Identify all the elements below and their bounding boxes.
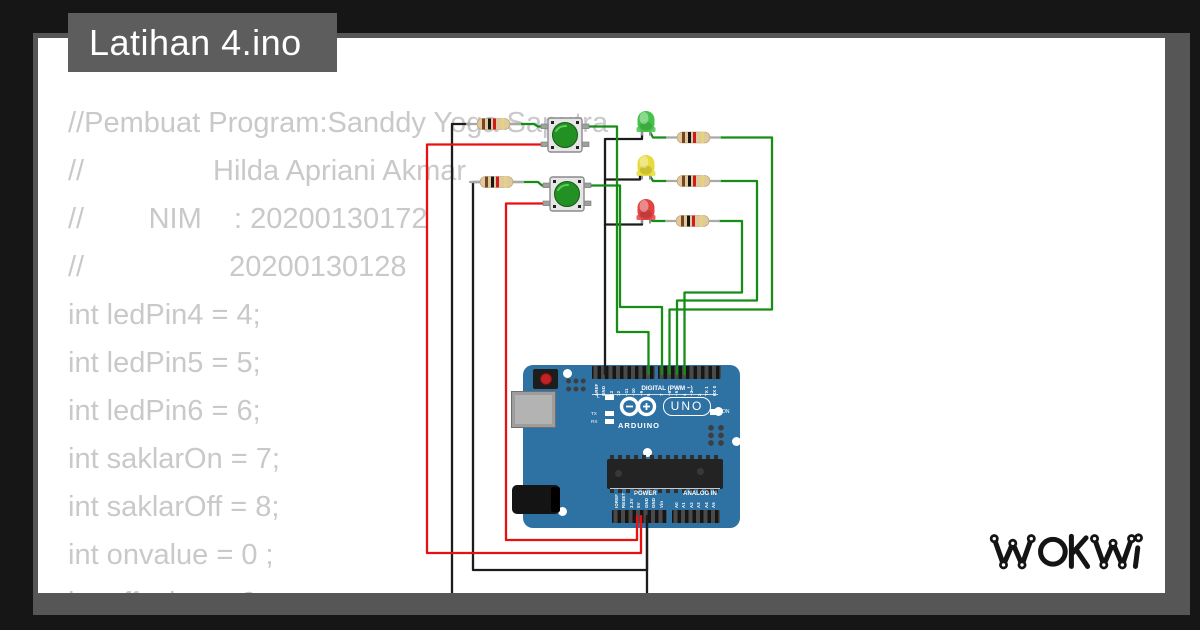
usb-connector — [511, 391, 556, 428]
wire-redled-pin4 — [683, 219, 744, 376]
resistor-5[interactable] — [664, 215, 721, 227]
pin-label: RX 0 — [711, 385, 717, 396]
power-section-label: POWER — [634, 491, 657, 497]
power-jack — [512, 485, 560, 514]
code-line: int saklarOff = 8; — [68, 491, 280, 523]
code-line: // 20200130128 — [68, 251, 407, 283]
code-line: int ledPin5 = 5; — [68, 347, 261, 379]
pin-label: ~11 — [623, 388, 629, 396]
led-l-rect — [605, 395, 614, 400]
arduino-wordmark: ARDUINO — [618, 421, 660, 430]
sketch-title: Latihan 4.ino — [68, 13, 337, 72]
diagram-canvas[interactable]: //Pembuat Program:Sanddy Yoga Saputra // … — [38, 38, 1165, 593]
pin-label: GND — [601, 385, 606, 396]
pin-label: 12 — [616, 390, 621, 396]
pin-label: IOREF — [613, 493, 619, 508]
digital-header-left[interactable] — [592, 366, 655, 379]
chip-dimple — [615, 470, 622, 477]
wire-yellow-cathode — [603, 174, 642, 181]
pin-label: ~3 — [689, 390, 695, 396]
resistor-2[interactable] — [665, 131, 722, 144]
code-line: int saklarOn = 7; — [68, 443, 280, 475]
code-line: int offvalue = 0 ; — [68, 579, 608, 593]
code-line: int onvalue = 0 ; — [68, 539, 274, 571]
icsp-pins — [565, 377, 587, 393]
pin-label: RESET — [621, 492, 626, 508]
silkscreen-line — [592, 394, 718, 395]
pin-label: A3 — [696, 502, 701, 508]
resistor-4[interactable] — [665, 175, 722, 187]
power-header-pins[interactable] — [612, 510, 667, 523]
led-on-label: ON — [722, 409, 730, 415]
silkscreen-line — [610, 488, 720, 489]
wire-redled-anode — [648, 218, 668, 223]
mounting-hole — [732, 437, 740, 446]
pin-label: ~9 — [638, 390, 644, 396]
pin-label: A4 — [703, 502, 709, 508]
led-l-label: L — [597, 394, 600, 400]
digital-header-right[interactable] — [658, 366, 721, 379]
canvas-inner: //Pembuat Program:Sanddy Yoga Saputra // … — [38, 38, 1165, 593]
pin-label: ~10 — [631, 388, 636, 396]
code-line: //Pembuat Program:Sanddy Yoga Saputra — [68, 107, 609, 139]
led-rx-rect — [605, 419, 614, 424]
wire-led-cathode-rail — [603, 129, 644, 376]
led-on-rect — [710, 409, 719, 415]
pin-label: 7 — [659, 393, 665, 396]
led-tx-label: TX — [591, 411, 597, 416]
wire-greenled-anode — [648, 130, 669, 139]
digital-pwm-label: DIGITAL (PWM ~) — [641, 385, 693, 392]
wire-yellowled-pin5 — [675, 179, 759, 376]
wokwi-logo — [985, 527, 1147, 575]
pin-label: A5 — [711, 502, 716, 508]
code-line: int ledPin4 = 4; — [68, 299, 261, 331]
analog-section-label: ANALOG IN — [683, 491, 717, 497]
uno-logo-box: UNO — [663, 397, 711, 416]
reset-button[interactable] — [533, 369, 558, 389]
pin-label: 8 — [646, 393, 651, 396]
led-rx-label: RX — [591, 419, 598, 424]
wire-greenled-pin6 — [668, 136, 774, 376]
pin-label: A1 — [681, 502, 686, 508]
led-yellow[interactable] — [636, 155, 656, 180]
code-line: // NIM : 20200130172 — [68, 203, 428, 235]
analog-header-pins[interactable] — [672, 510, 720, 523]
pin-label: TX 1 — [704, 386, 710, 396]
code-line: // Hilda Apriani Akmar — [68, 155, 467, 187]
pin-label: A2 — [688, 502, 694, 508]
led-red[interactable] — [636, 199, 656, 224]
pin-label: A0 — [673, 502, 679, 508]
led-tx-rect — [605, 411, 614, 416]
reset-button-cap[interactable] — [539, 372, 552, 385]
pin-label: ~5 — [674, 390, 680, 396]
icsp2-pins — [706, 424, 726, 447]
chip-dimple — [697, 468, 704, 475]
wire-red-cathode — [603, 218, 644, 226]
wire-yellowled-anode — [648, 174, 669, 183]
led-green[interactable] — [636, 111, 656, 136]
pin-label: Vin — [658, 500, 664, 508]
code-line: int ledPin6 = 6; — [68, 395, 261, 427]
pin-label: 13 — [608, 390, 614, 396]
